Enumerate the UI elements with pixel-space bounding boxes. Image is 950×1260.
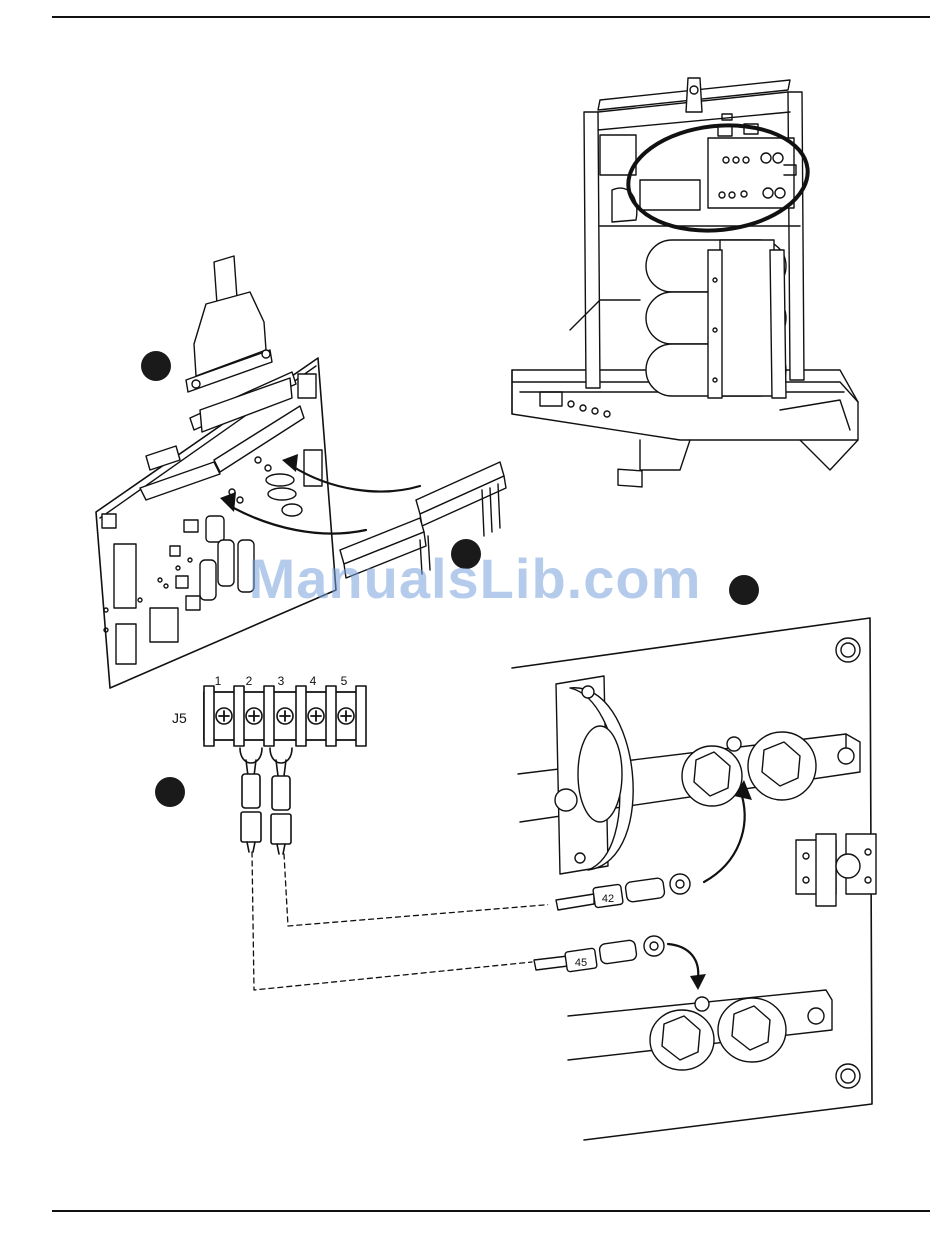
bus-bar-panel xyxy=(512,618,876,1140)
terminal-block-label: J5 xyxy=(172,710,187,726)
step-marker-d xyxy=(155,777,185,807)
step-marker-b xyxy=(451,539,481,569)
terminal-number-5: 5 xyxy=(341,674,348,688)
step-marker-c xyxy=(729,575,759,605)
terminal-block-j5 xyxy=(204,686,366,746)
loose-header-connectors xyxy=(340,462,506,578)
terminal-number-3: 3 xyxy=(278,674,285,688)
transformer-chassis xyxy=(512,78,858,487)
terminal-wires xyxy=(240,748,292,854)
wire-label-45: 45 xyxy=(575,957,587,969)
terminal-number-1: 1 xyxy=(215,674,222,688)
dashed-wire-routes xyxy=(252,852,556,990)
terminal-number-4: 4 xyxy=(310,674,317,688)
terminal-number-2: 2 xyxy=(246,674,253,688)
step-marker-a xyxy=(141,351,171,381)
wire-label-42: 42 xyxy=(602,893,614,905)
